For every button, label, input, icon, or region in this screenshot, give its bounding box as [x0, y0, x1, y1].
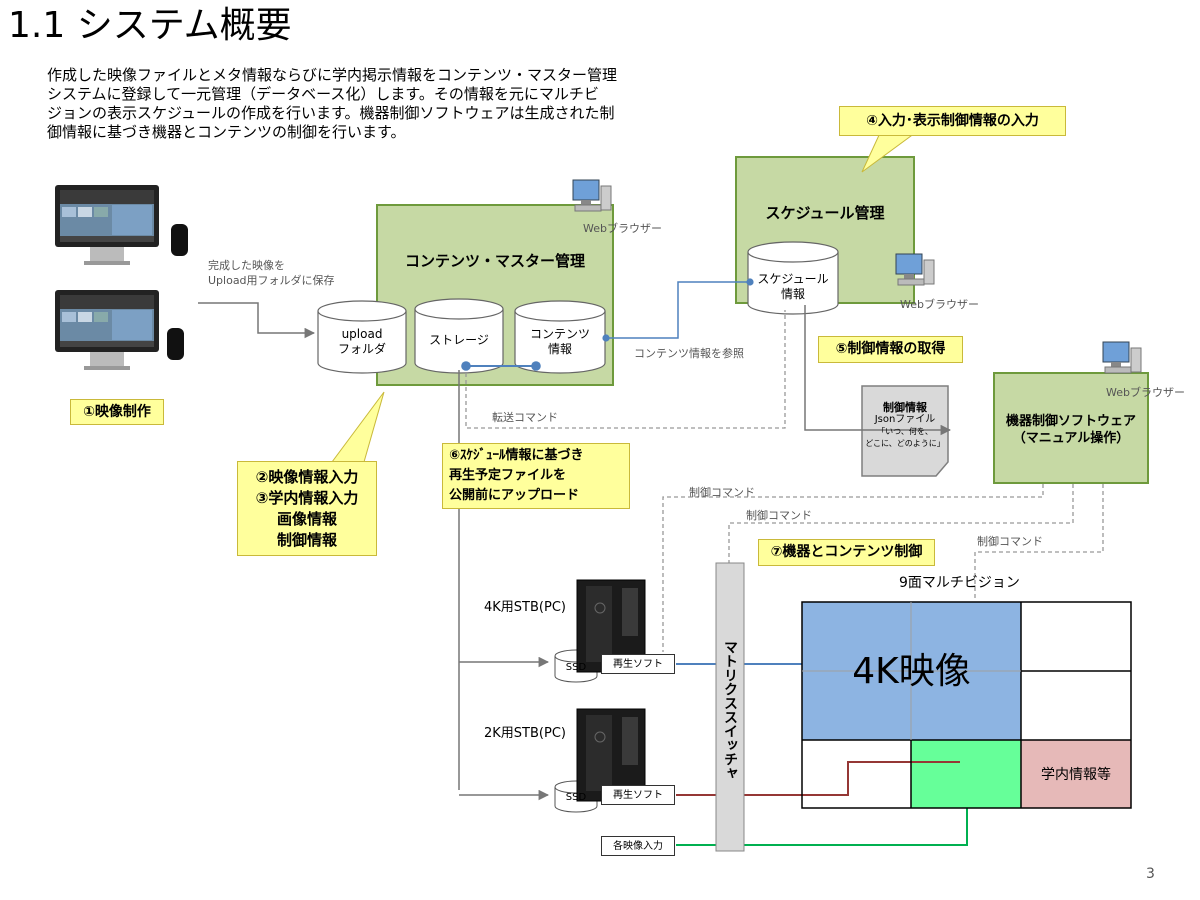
page-title: 1.1 システム概要: [8, 5, 292, 46]
callout-1: ①映像制作: [70, 399, 164, 425]
control-command-line-2: [728, 484, 1074, 565]
save-upload-label: 完成した映像を Upload用フォルダに保存: [208, 258, 335, 288]
callout-6-line: 公開前にアップロード: [449, 488, 580, 503]
device-control-title: 機器制御ソフトウェア （マニュアル操作）: [993, 413, 1149, 447]
transfer-command-label: 転送コマンド: [492, 411, 558, 424]
2k-output-line: [676, 761, 960, 796]
web-browser-label: Webブラウザー: [583, 222, 662, 235]
video-4k-label: 4K映像: [852, 651, 971, 692]
upload-folder-cylinder: [317, 300, 407, 374]
web-browser-label: Webブラウザー: [900, 298, 979, 311]
video-input-line: [676, 808, 968, 846]
stb-2k-label: 2K用STB(PC): [484, 726, 566, 741]
schedule-info-label-line: スケジュール: [757, 272, 829, 286]
callout-2-line: 制御情報: [276, 531, 337, 549]
callout-4: ④入力･表示制御情報の入力: [839, 106, 1066, 136]
computer-icon: [572, 179, 612, 212]
control-command-label: 制御コマンド: [977, 535, 1043, 548]
device-control-title-line: 機器制御ソフトウェア: [1005, 414, 1136, 429]
control-command-label: 制御コマンド: [746, 509, 812, 522]
intro-line: システムに登録して一元管理（データベース化）します。その情報を元にマルチビ: [47, 85, 599, 103]
schedule-info-cylinder: [747, 241, 839, 315]
control-command-line-1: [662, 484, 1044, 652]
callout-6-line: ⑥ｽｹｼﾞｭｰﾙ情報に基づき: [449, 448, 584, 463]
json-document-text: 制御情報 Jsonファイル 「いつ、何を、 どこに、どのように」: [862, 402, 948, 450]
json-document-text-line: どこに、どのように」: [865, 439, 945, 448]
save-upload-label-line: Upload用フォルダに保存: [208, 274, 335, 287]
schedule-info-label: スケジュール 情報: [748, 272, 838, 302]
json-document-icon: [861, 385, 949, 477]
multivision-campus-panel: [1021, 740, 1131, 808]
contents-master-title: コンテンツ・マスター管理: [404, 252, 585, 270]
monitor-icon: [55, 290, 184, 370]
schedule-info-label-line: 情報: [780, 287, 805, 301]
upload-folder-label-line: フォルダ: [337, 342, 386, 356]
contents-info-label: コンテンツ 情報: [515, 327, 605, 357]
control-command-line-3: [974, 484, 1104, 598]
upload-folder-label: upload フォルダ: [318, 327, 406, 357]
callout-2-line: 画像情報: [276, 510, 337, 528]
json-document-text-line: 「いつ、何を、: [877, 427, 933, 436]
multivision-title: 9面マルチビジョン: [899, 575, 1020, 591]
callout-4-pointer: [861, 132, 917, 173]
campus-info-label: 学内情報等: [1041, 767, 1111, 783]
ref-contents-label: コンテンツ情報を参照: [634, 347, 744, 360]
multivision-inner-grid: [802, 602, 1021, 740]
multivision-grid: [801, 601, 1132, 809]
ssd-label: SSD: [565, 792, 587, 803]
intro-line: 作成した映像ファイルとメタ情報ならびに学内掲示情報をコンテンツ・マスター管理: [47, 66, 618, 84]
intro-text: 作成した映像ファイルとメタ情報ならびに学内掲示情報をコンテンツ・マスター管理 シ…: [47, 66, 727, 142]
upload-folder-label-line: upload: [341, 327, 383, 341]
save-upload-label-line: 完成した映像を: [208, 259, 285, 272]
json-document-text-line: Jsonファイル: [874, 414, 936, 425]
callout-2-pointer: [331, 391, 385, 463]
page-number: 3: [1146, 866, 1155, 882]
callout-2-line: ②映像情報入力: [255, 468, 359, 486]
callout-6-line: 再生予定ファイルを: [449, 468, 567, 483]
control-command-label: 制御コマンド: [689, 486, 755, 499]
multivision-green-panel: [911, 740, 1021, 808]
callout-7: ⑦機器とコンテンツ制御: [758, 539, 935, 566]
playback-software-box: 再生ソフト: [601, 785, 675, 805]
storage-label: ストレージ: [429, 333, 489, 347]
callout-5: ⑤制御情報の取得: [818, 336, 963, 363]
matrix-switcher: [715, 562, 745, 852]
device-control-box: [993, 372, 1149, 484]
monitor-icon: [55, 185, 188, 265]
get-control-arrow: [804, 305, 952, 436]
computer-icon: [1102, 341, 1142, 374]
stb-4k-label: 4K用STB(PC): [484, 600, 566, 615]
intro-line: ジョンの表示スケジュールの作成を行います。機器制御ソフトウェアは生成された制: [47, 104, 615, 122]
web-browser-label: Webブラウザー: [1106, 386, 1185, 399]
intro-line: 御情報に基づき機器とコンテンツの制御を行います。: [47, 123, 406, 141]
callout-2-line: ③学内情報入力: [255, 489, 359, 507]
device-control-title-line: （マニュアル操作）: [1012, 431, 1130, 446]
playback-software-box: 再生ソフト: [601, 654, 675, 674]
contents-info-label-line: コンテンツ: [529, 327, 590, 341]
ssd-label: SSD: [565, 662, 587, 673]
schedule-title: スケジュール管理: [765, 204, 885, 222]
save-upload-arrow: [198, 302, 316, 339]
contents-info-label-line: 情報: [547, 342, 572, 356]
matrix-switcher-label: マトリクススイッチャ: [722, 640, 738, 780]
callout-6: ⑥ｽｹｼﾞｭｰﾙ情報に基づき 再生予定ファイルを 公開前にアップロード: [442, 443, 630, 509]
computer-icon: [895, 253, 935, 286]
callout-2: ②映像情報入力 ③学内情報入力 画像情報 制御情報: [237, 461, 377, 556]
video-inputs-box: 各映像入力: [601, 836, 675, 856]
json-document-text-line: 制御情報: [883, 401, 927, 414]
contents-schedule-link: [602, 278, 754, 342]
